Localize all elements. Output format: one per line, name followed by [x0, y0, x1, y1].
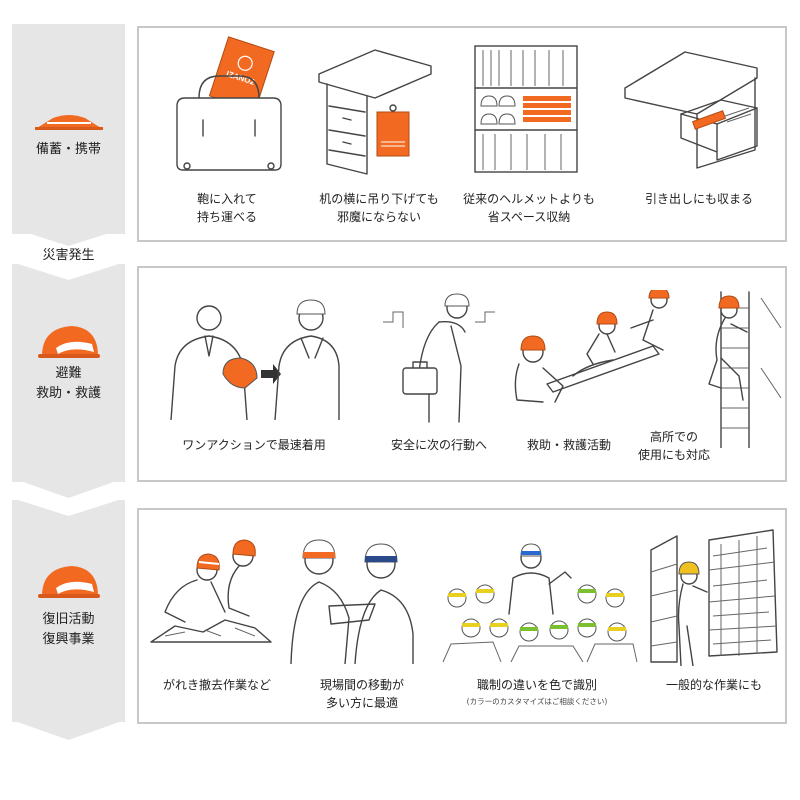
warehouse-work-icon	[650, 529, 778, 666]
helmet-icon	[38, 326, 100, 358]
stage-evacuation-title-2: 救助・救護	[35, 386, 101, 401]
folded-helmet-icon	[35, 115, 103, 130]
stretcher-rescue-icon	[514, 290, 670, 403]
stage-stockpile-title: 備蓄・携帯	[35, 142, 101, 157]
ladder-climb-icon	[708, 291, 782, 448]
bag-with-helmet-icon: IZANO2	[176, 36, 282, 171]
chevron-down-icon	[12, 720, 125, 740]
caption-height-1: 高所での	[649, 430, 698, 444]
caption-rescue: 救助・救護活動	[526, 438, 611, 452]
recovery-panel: がれき撤去作業など 現場間の移動が 多い方に最適	[137, 508, 787, 724]
stockpile-panel: IZANO2 鞄に入れて 持ち運べる 机の横に吊り下げても 邪魔にならない	[137, 26, 787, 242]
one-action-wear-icon	[170, 299, 340, 420]
caption-one-action: ワンアクションで最速着用	[182, 438, 326, 452]
chevron-down-icon	[12, 478, 125, 498]
caption-general: 一般的な作業にも	[665, 678, 762, 692]
caption-bag-2: 持ち運べる	[196, 210, 257, 224]
evacuating-worker-icon	[383, 293, 495, 423]
caption-site-1: 現場間の移動が	[319, 678, 404, 692]
drawer-storage-icon	[624, 51, 758, 169]
caption-drawer: 引き出しにも収まる	[644, 192, 753, 206]
chevron-notch-icon	[12, 498, 125, 516]
stage-evacuation-title-1: 避難	[55, 366, 82, 381]
helmet-icon	[38, 566, 100, 598]
desk-hanging-helmet-icon	[318, 49, 432, 175]
caption-desk-2: 邪魔にならない	[336, 210, 421, 224]
caption-shelf-1: 従来のヘルメットよりも	[463, 192, 595, 206]
chevron-notch-icon	[12, 262, 125, 280]
stage-disaster-label: 災害発生	[42, 248, 95, 263]
shelf-storage-icon	[474, 45, 578, 173]
caption-site-2: 多い方に最適	[325, 696, 398, 710]
caption-height-2: 使用にも対応	[637, 448, 710, 462]
caption-shelf-2: 省スペース収納	[487, 210, 571, 224]
caption-color-id: 職制の違いを色で識別	[476, 678, 597, 692]
caption-desk-1: 机の横に吊り下げても	[319, 192, 439, 206]
caption-color-note: (カラーのカスタマイズはご相談ください)	[466, 697, 608, 706]
caption-rubble: がれき撤去作業など	[162, 678, 271, 692]
stage-recovery-title-2: 復興事業	[42, 632, 95, 647]
stage-recovery-band	[12, 500, 125, 722]
rubble-removal-icon	[150, 539, 272, 643]
caption-bag-1: 鞄に入れて	[197, 192, 257, 206]
color-coded-team-icon	[442, 543, 638, 663]
stage-recovery-title-1: 復旧活動	[42, 612, 95, 627]
chevron-down-icon	[12, 228, 125, 246]
stage-evacuation-band	[12, 264, 125, 482]
site-moving-icon	[290, 539, 414, 664]
caption-evacuate: 安全に次の行動へ	[390, 438, 487, 452]
evacuation-panel: ワンアクションで最速着用 安全に次の行動へ 救助・救護活動 高所での 使用にも対…	[137, 266, 787, 482]
